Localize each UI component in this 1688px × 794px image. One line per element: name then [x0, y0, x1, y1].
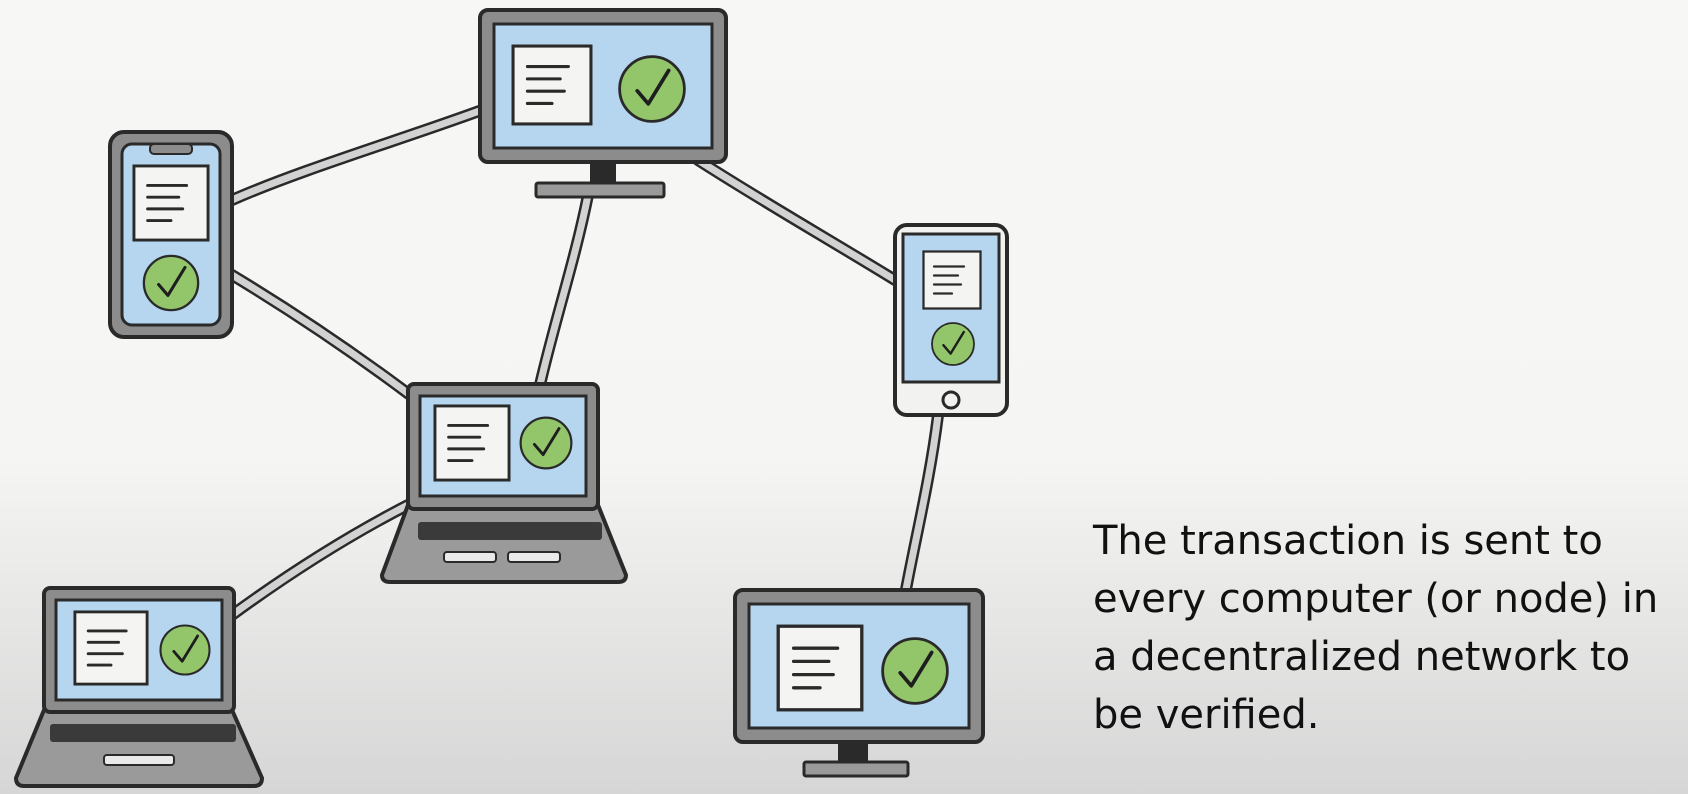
document-icon [511, 44, 593, 126]
monitor-bottom-right [733, 588, 985, 778]
document-icon [132, 164, 210, 242]
document-icon [73, 610, 149, 686]
document-icon [433, 404, 511, 482]
caption-text: The transaction is sent to every compute… [1093, 518, 1659, 738]
network-links [226, 104, 944, 621]
check-icon [617, 54, 687, 124]
laptop-bottom-left [13, 586, 265, 788]
check-icon [519, 416, 573, 470]
monitor-top [478, 8, 728, 199]
check-icon [880, 636, 950, 706]
check-icon [930, 321, 976, 367]
laptop-center [379, 382, 629, 584]
phone-left [108, 130, 234, 339]
check-icon [142, 254, 200, 312]
phone-right [893, 223, 1009, 417]
document-icon [776, 624, 864, 712]
document-icon [922, 250, 982, 310]
check-icon [159, 624, 211, 676]
